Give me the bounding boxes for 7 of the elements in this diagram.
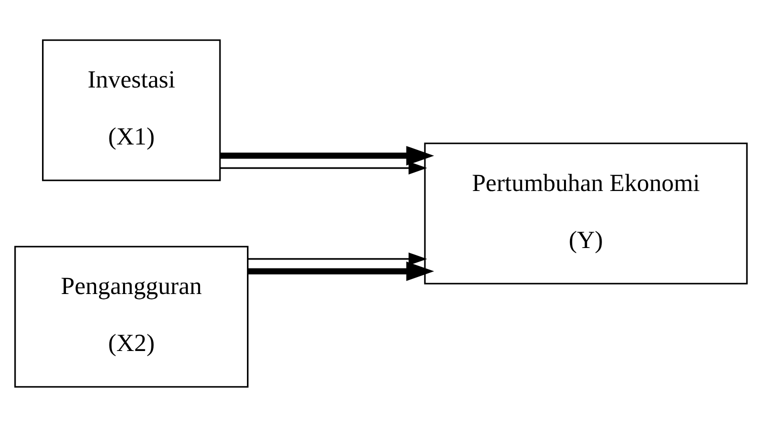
arrow [248, 252, 428, 266]
arrow [220, 162, 428, 175]
node-box: Investasi (X1) [42, 39, 221, 182]
node-box: Pengangguran (X2) [14, 246, 248, 388]
arrow [248, 262, 434, 282]
arrow [220, 146, 434, 166]
node-box: Pertumbuhan Ekonomi (Y) [424, 142, 748, 284]
